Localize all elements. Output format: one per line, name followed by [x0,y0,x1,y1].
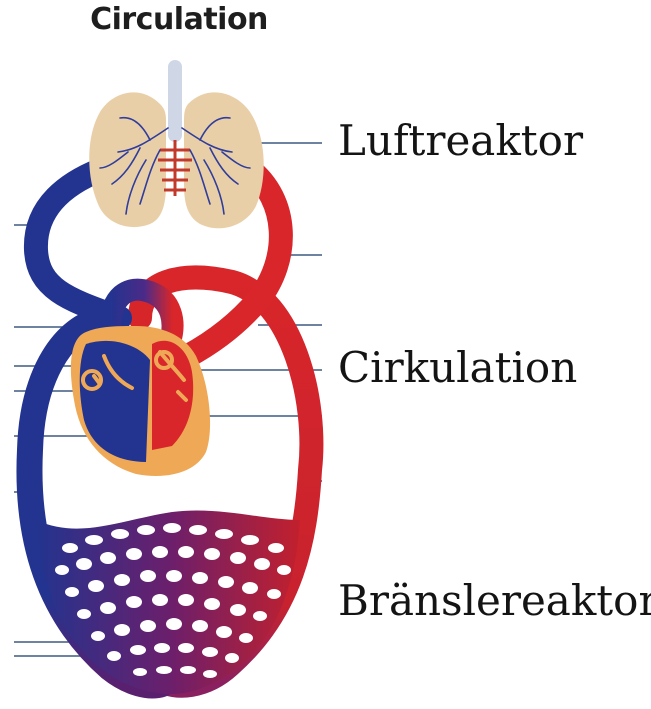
heart [71,326,210,476]
trachea [168,60,182,142]
capillary-bed-mass [36,511,300,694]
circulation-label: Cirkulation [338,343,577,392]
lungs [89,60,263,228]
capillary-bed [36,511,300,694]
right-ventricle [80,341,150,462]
air-reactor-label: Luftreaktor [338,116,583,165]
fuel-reactor-label: Bränslereaktor [338,576,651,625]
diagram-title: Circulation [84,2,274,37]
